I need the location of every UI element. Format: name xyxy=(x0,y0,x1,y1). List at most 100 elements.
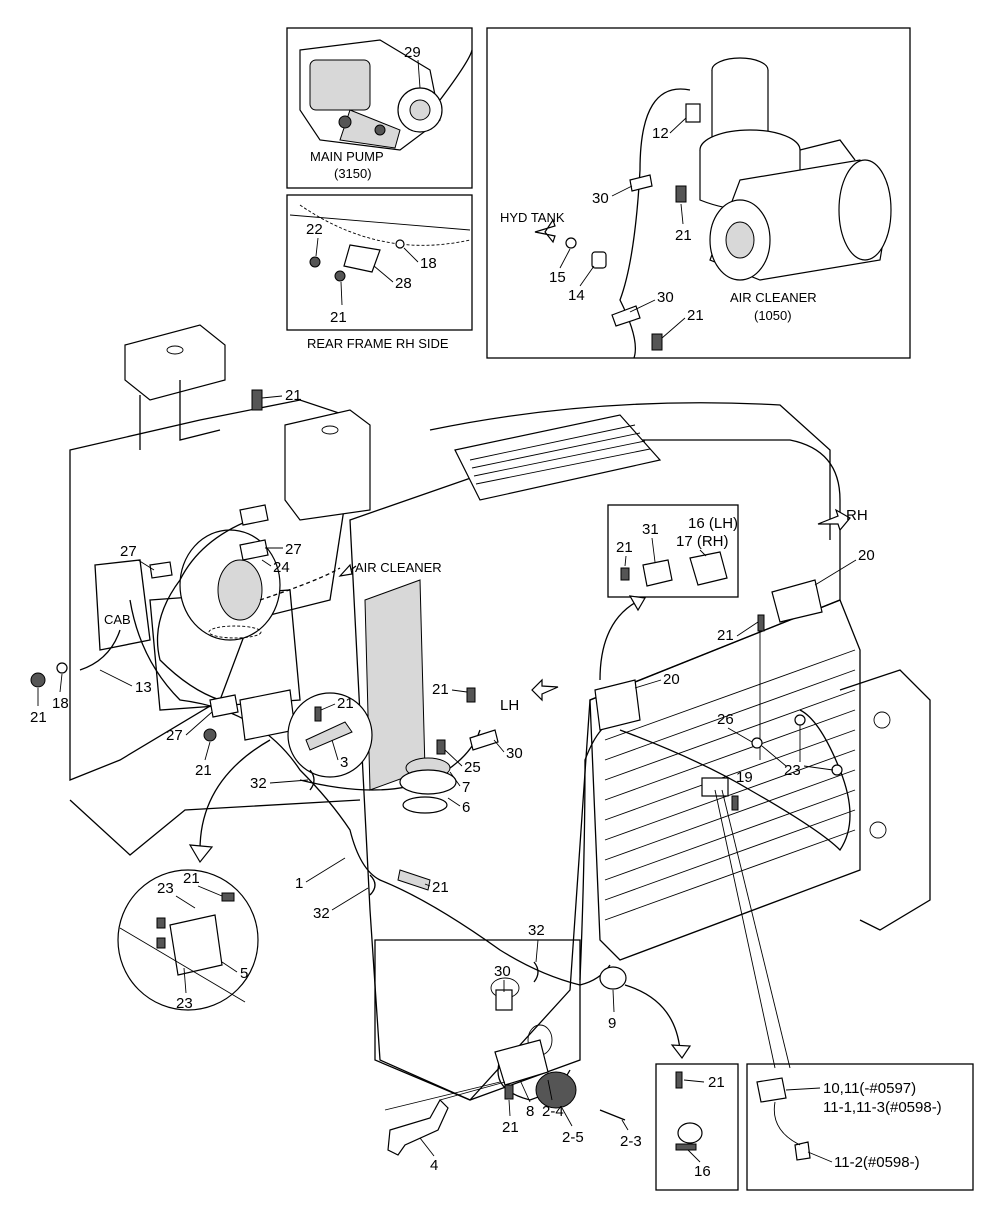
inset-main-pump: 29 MAIN PUMP (3150) xyxy=(286,27,473,189)
detail-horn: 21 16 xyxy=(624,984,739,1191)
label-21i: 21 xyxy=(432,879,449,896)
label-2-3: 2-3 xyxy=(620,1133,642,1150)
label-31: 31 xyxy=(642,521,659,538)
detail-light-bracket: 16 (LH) 17 (RH) 31 21 xyxy=(599,504,739,681)
label-7: 7 xyxy=(462,779,470,796)
label-9: 9 xyxy=(608,1015,616,1032)
label-21e: 21 xyxy=(30,709,47,726)
lh-label: LH xyxy=(500,697,519,714)
label-12: 12 xyxy=(652,125,669,142)
rear-frame-caption: REAR FRAME RH SIDE xyxy=(307,336,449,351)
direction-arrows: RH LH AIR CLEANER CAB xyxy=(104,507,868,714)
rh-label: RH xyxy=(846,507,868,524)
label-27b: 27 xyxy=(285,541,302,558)
air-cleaner-arrow-icon xyxy=(338,563,353,577)
work-light-20b-shape xyxy=(771,579,823,623)
hyd-tank-label: HYD TANK xyxy=(500,210,565,225)
washer-18b-shape xyxy=(56,662,68,674)
bolt-22-shape xyxy=(309,256,321,268)
label-23a: 23 xyxy=(157,880,174,897)
inset-air-cleaner: 12 30 21 HYD TANK 15 14 30 21 AIR CLEANE… xyxy=(486,27,911,359)
label-20a: 20 xyxy=(663,671,680,688)
label-8: 8 xyxy=(526,1103,534,1120)
label-23b: 23 xyxy=(176,995,193,1012)
washer-18-shape xyxy=(395,239,405,249)
label-21c: 21 xyxy=(330,309,347,326)
label-28: 28 xyxy=(395,275,412,292)
main-pump-code: (3150) xyxy=(334,166,372,181)
air-cleaner-code: (1050) xyxy=(754,308,792,323)
label-21n: 21 xyxy=(708,1074,725,1091)
label-20b: 20 xyxy=(858,547,875,564)
callout-line-1: 10,11(-#0597) xyxy=(823,1080,916,1097)
label-21j: 21 xyxy=(183,870,200,887)
label-15: 15 xyxy=(549,269,566,286)
bolt-21e-shape xyxy=(30,672,46,688)
switch-12-shape xyxy=(685,103,701,123)
lh-arrow-icon xyxy=(531,678,559,702)
air-cleaner-drawing xyxy=(699,57,892,281)
label-2-4: 2-4 xyxy=(542,1103,564,1120)
small-parts xyxy=(30,389,843,1156)
air-cleaner-caption: AIR CLEANER xyxy=(730,290,817,305)
label-1: 1 xyxy=(295,875,303,892)
label-30c: 30 xyxy=(506,745,523,762)
rear-grille-slats xyxy=(604,649,856,921)
label-5: 5 xyxy=(240,965,248,982)
label-13: 13 xyxy=(135,679,152,696)
label-16lh: 16 (LH) xyxy=(688,515,738,532)
label-6: 6 xyxy=(462,799,470,816)
air-cleaner-direction: AIR CLEANER xyxy=(355,560,442,575)
hood-grille-shape xyxy=(454,414,662,501)
label-16: 16 xyxy=(694,1163,711,1180)
label-29: 29 xyxy=(404,44,421,61)
hyd-tank-arrow-icon xyxy=(534,218,556,244)
label-24: 24 xyxy=(273,559,290,576)
label-30b: 30 xyxy=(657,289,674,306)
label-23c: 23 xyxy=(784,762,801,779)
label-21k: 21 xyxy=(502,1119,519,1136)
label-3: 3 xyxy=(340,754,348,771)
label-32c: 32 xyxy=(528,922,545,939)
oring-15-shape xyxy=(565,237,577,249)
inset-rear-frame: 22 18 28 21 REAR FRAME RH SIDE xyxy=(286,194,473,351)
cab-label: CAB xyxy=(104,612,131,627)
horn-9-shape xyxy=(599,966,627,990)
label-32b: 32 xyxy=(313,905,330,922)
label-30d: 30 xyxy=(494,963,511,980)
bracket-28-shape xyxy=(343,244,381,273)
detail-connector: 10,11(-#0597) 11-1,11-3(#0598-) 11-2(#05… xyxy=(714,789,974,1191)
detail-circle-5: 23 21 5 23 xyxy=(117,739,271,1012)
main-pump-drawing xyxy=(299,39,473,151)
beacon-2-5-shape xyxy=(535,1071,577,1109)
clamp-30a-shape xyxy=(629,174,653,192)
label-27a: 27 xyxy=(120,543,137,560)
sensor-14-shape xyxy=(591,251,607,269)
sensor-19-shape xyxy=(701,777,729,797)
bolt-21-shape xyxy=(334,270,346,282)
machine-body xyxy=(69,324,931,1101)
label-25: 25 xyxy=(464,759,481,776)
callout-line-3: 11-2(#0598-) xyxy=(834,1154,920,1171)
main-labels: 21 27 27 24 21 18 13 27 21 21 3 32 21 30… xyxy=(30,387,875,1174)
label-21d: 21 xyxy=(285,387,302,404)
side-vent-shape xyxy=(364,579,426,791)
label-2-5: 2-5 xyxy=(562,1129,584,1146)
bolt-21d-shape xyxy=(251,389,263,411)
label-21h: 21 xyxy=(432,681,449,698)
rh-arrow-icon xyxy=(817,508,851,532)
bolt-21a-shape xyxy=(675,185,687,203)
label-21f: 21 xyxy=(195,762,212,779)
label-21b: 21 xyxy=(687,307,704,324)
label-17rh: 17 (RH) xyxy=(676,533,729,550)
label-21m: 21 xyxy=(717,627,734,644)
callout-line-2: 11-1,11-3(#0598-) xyxy=(823,1099,942,1116)
label-32a: 32 xyxy=(250,775,267,792)
label-21a: 21 xyxy=(675,227,692,244)
label-30a: 30 xyxy=(592,190,609,207)
label-18b: 18 xyxy=(52,695,69,712)
bolt-21b-shape xyxy=(651,333,663,351)
label-22: 22 xyxy=(306,221,323,238)
